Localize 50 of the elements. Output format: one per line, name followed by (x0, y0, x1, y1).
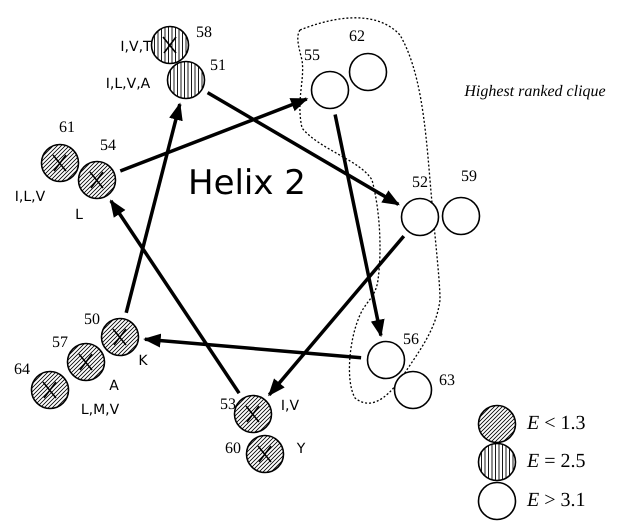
legend-label: E = 2.5 (527, 450, 586, 473)
arrow (333, 114, 385, 338)
residue-number: 63 (439, 372, 455, 390)
helix-title: Helix 2 (188, 163, 306, 203)
striped-circle (150, 25, 190, 65)
hatched-circle (40, 143, 80, 183)
hatched-circle (77, 160, 117, 200)
arrow (143, 334, 362, 360)
residue-number: 54 (100, 137, 116, 155)
amino-acid-label: K (138, 353, 148, 369)
amino-acid-label: A (109, 378, 119, 394)
residue-number: 58 (196, 24, 212, 42)
striped-circle (166, 60, 206, 100)
hatched-circle (66, 342, 106, 382)
residue-number: 53 (220, 396, 236, 414)
arrow (109, 199, 241, 394)
arrow (120, 97, 308, 173)
amino-acid-label: Y (296, 441, 306, 457)
amino-acid-label: I,V,T (120, 39, 152, 55)
open-circle (366, 340, 406, 380)
amino-acid-label: I,L,V (14, 189, 46, 205)
region-title: Highest ranked clique (464, 83, 606, 101)
legend-label: E > 3.1 (527, 489, 586, 512)
residue-number: 60 (225, 440, 241, 458)
residue-number: 62 (349, 28, 365, 46)
open-circle (400, 197, 440, 237)
legend-label: E < 1.3 (527, 412, 586, 435)
open-circle (393, 370, 433, 410)
residue-number: 52 (412, 174, 428, 192)
residue-number: 64 (14, 361, 30, 379)
residue-number: 56 (403, 331, 419, 349)
residue-number: 51 (210, 57, 226, 75)
arrow (124, 102, 183, 314)
hatched-circle (100, 317, 140, 357)
hatched-circle (245, 434, 285, 474)
amino-acid-label: L (75, 207, 83, 223)
amino-acid-label: I,V (280, 398, 300, 414)
residue-number: 59 (461, 168, 477, 186)
residue-number: 61 (59, 119, 75, 137)
residue-number: 57 (52, 334, 68, 352)
residue-number: 55 (304, 47, 320, 65)
open-circle (310, 70, 350, 110)
open-circle (348, 52, 388, 92)
arrow (206, 91, 400, 206)
arrow (268, 234, 406, 396)
residue-number: 50 (84, 311, 100, 329)
amino-acid-label: L,M,V (80, 402, 120, 418)
open-circle (441, 196, 481, 236)
amino-acid-label: I,L,V,A (106, 76, 150, 92)
hatched-circle (30, 370, 70, 410)
